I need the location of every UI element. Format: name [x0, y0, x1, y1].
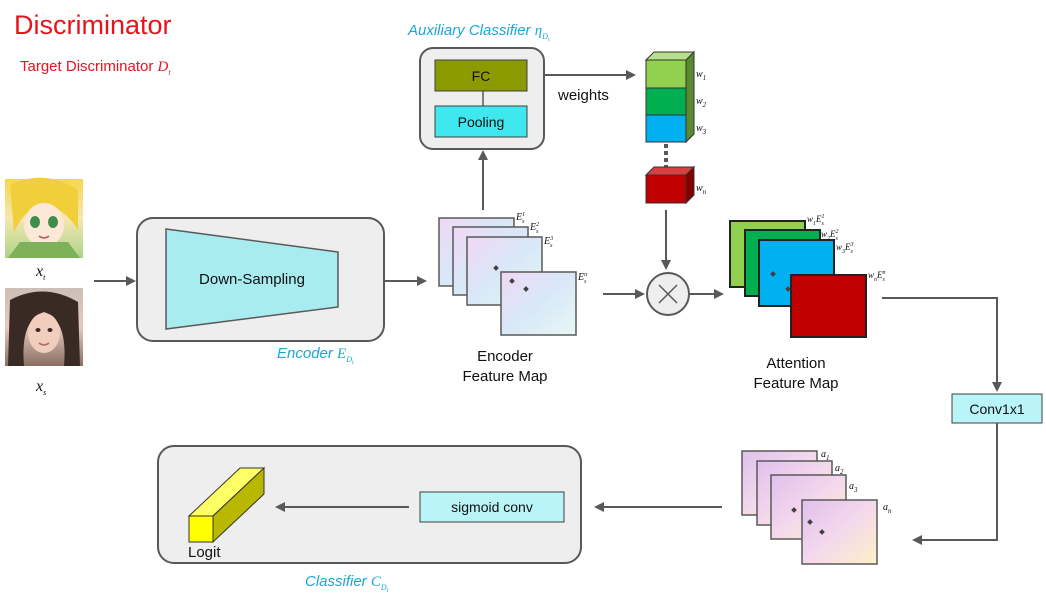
source-input-label: xs	[35, 378, 46, 397]
weights-label: weights	[557, 87, 609, 104]
fc-label: FC	[472, 68, 491, 84]
source-image	[5, 288, 83, 366]
w2-label: w2	[696, 96, 707, 109]
pooling-box	[434, 105, 528, 138]
aux-classifier-label: Auxiliary Classifier ηDt	[407, 22, 550, 43]
subtitle: Target Discriminator Dt	[20, 58, 171, 77]
weight-cubes	[644, 50, 696, 205]
a1-label: a1	[821, 449, 830, 462]
sigmoid-box	[419, 491, 565, 523]
downsampling-trapezoid	[165, 228, 339, 330]
classifier-label: Classifier CDt	[305, 573, 389, 594]
attention-feature-maps	[729, 220, 867, 338]
encoder-feature-maps	[438, 217, 577, 336]
encoder-feature-map-label-1: Encoder	[477, 348, 533, 365]
attention-feature-map-label-2: Feature Map	[753, 375, 838, 392]
target-image	[5, 177, 83, 258]
a-feature-maps	[741, 450, 878, 565]
a2-label: a2	[835, 463, 844, 476]
wn-label: wn	[696, 183, 707, 196]
downsampling-label: Down-Sampling	[199, 271, 305, 288]
w3-label: w3	[696, 123, 707, 136]
w1-label: w1	[696, 69, 706, 82]
conv-box	[951, 393, 1043, 424]
target-input-label: xt	[35, 263, 46, 282]
sigmoid-label: sigmoid conv	[451, 499, 533, 515]
an-label: an	[883, 502, 892, 515]
encoder-feature-map-label-2: Feature Map	[462, 368, 547, 385]
pooling-label: Pooling	[458, 114, 505, 130]
attention-feature-map-label-1: Attention	[766, 355, 825, 372]
fc-box	[434, 59, 528, 92]
conv-output-arrow	[912, 423, 998, 545]
a3-label: a3	[849, 481, 858, 494]
title: Discriminator	[14, 10, 172, 40]
encoder-label: Encoder EDt	[277, 345, 354, 366]
conv-label: Conv1x1	[969, 401, 1024, 417]
to-conv-arrow	[882, 297, 1002, 392]
multiply-icon	[646, 272, 690, 316]
logit-bar	[187, 466, 266, 544]
logit-label: Logit	[188, 544, 221, 561]
